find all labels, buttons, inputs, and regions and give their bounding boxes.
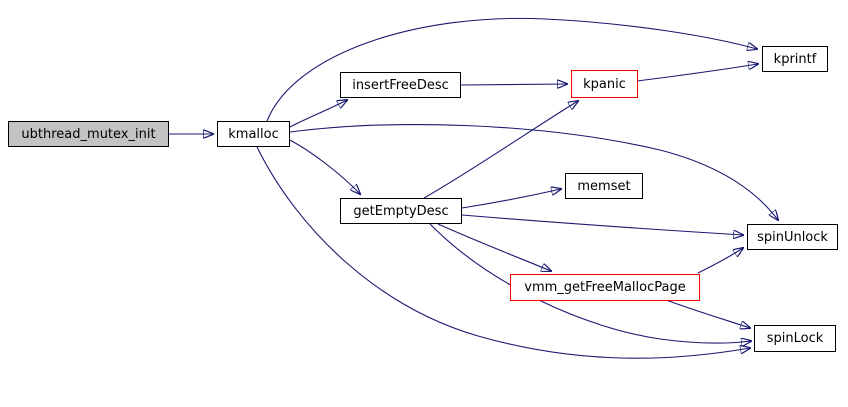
- edge-kmalloc-to-spinlock: [256, 146, 750, 359]
- edge-vmm-to-spinlock: [665, 299, 750, 328]
- node-spinlock[interactable]: spinLock: [754, 325, 836, 352]
- node-getemptydesc[interactable]: getEmptyDesc: [340, 198, 462, 224]
- node-kprintf[interactable]: kprintf: [762, 46, 828, 72]
- node-vmm-getfreemallocpage[interactable]: vmm_getFreeMallocPage: [510, 274, 700, 301]
- edge-vmm-to-spinunlock: [697, 248, 743, 274]
- node-kmalloc[interactable]: kmalloc: [217, 121, 290, 147]
- node-ubthread-mutex-init: ubthread_mutex_init: [8, 121, 169, 147]
- edge-getemptydesc-to-spinunlock: [461, 214, 743, 235]
- node-memset[interactable]: memset: [565, 173, 643, 199]
- edge-kmalloc-to-spinunlock: [289, 124, 778, 220]
- edge-kpanic-to-kprintf: [636, 64, 758, 82]
- edge-getemptydesc-to-vmm: [437, 223, 551, 271]
- edge-getemptydesc-to-kpanic: [423, 101, 578, 199]
- edge-kmalloc-to-insertfreedesc: [289, 100, 347, 128]
- edge-kmalloc-to-kprintf: [266, 17, 757, 122]
- node-spinunlock[interactable]: spinUnlock: [747, 224, 838, 250]
- edge-getemptydesc-to-memset: [461, 189, 561, 209]
- node-insertfreedesc[interactable]: insertFreeDesc: [340, 72, 461, 98]
- edge-getemptydesc-to-spinlock: [429, 223, 751, 343]
- edge-kmalloc-to-getemptydesc: [289, 139, 360, 194]
- node-kpanic[interactable]: kpanic: [571, 70, 638, 98]
- edge-insertfreedesc-to-kpanic: [460, 84, 567, 85]
